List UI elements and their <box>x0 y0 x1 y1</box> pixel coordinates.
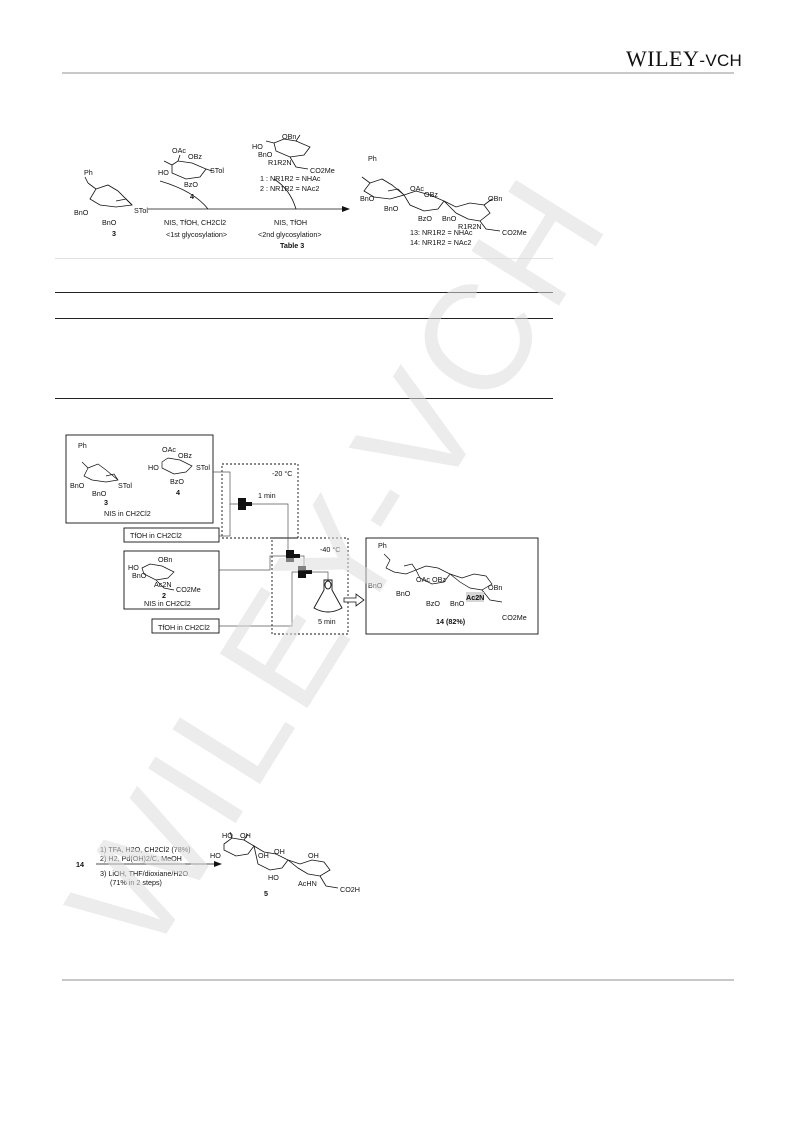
s2-temp1: -20 °C <box>272 469 292 478</box>
s2-box1-bno1: BnO <box>70 481 85 490</box>
s2-box1-ho: HO <box>148 463 159 472</box>
s3-start: 14 <box>76 860 84 869</box>
s2-prod-bzo: BzO <box>426 599 440 608</box>
s1-prod-bno1: BnO <box>360 194 375 203</box>
s1-c4-obz: OBz <box>188 152 202 161</box>
scheme-1-rule <box>55 258 553 259</box>
s2-box2-ho: HO <box>128 563 139 572</box>
s2-tfoh1: TfOH in CH2Cl2 <box>130 531 182 540</box>
s1-acc-obn: OBn <box>282 132 296 141</box>
s2-prod-ph: Ph <box>378 541 387 550</box>
s2-box1-ph: Ph <box>78 441 87 450</box>
s1-c3-ph: Ph <box>84 168 93 177</box>
s2-box2-co2me: CO2Me <box>176 585 201 594</box>
s1-prod-ph: Ph <box>368 154 377 163</box>
table-bottom-rule <box>55 398 553 399</box>
s2-prod-bno1: BnO <box>368 581 383 590</box>
s1-acc-co2me: CO2Me <box>310 166 335 175</box>
s1-prod-def14: 14: NR1R2 = NAc2 <box>410 238 471 247</box>
table-top-rule <box>55 292 553 293</box>
s3-prod-oh2: OH <box>258 851 269 860</box>
s1-acc-def2: 2 : NR1R2 = NAc2 <box>260 184 319 193</box>
s2-box2-ac2n: Ac2N <box>154 580 172 589</box>
s2-box2-reagent: NIS in CH2Cl2 <box>144 599 191 608</box>
table-mid-rule <box>55 318 553 319</box>
s2-box1-num4: 4 <box>176 488 180 497</box>
s1-prod-r1r2n: R1R2N <box>458 222 482 231</box>
s1-acc-ho: HO <box>252 142 263 151</box>
s2-prod-co2me: CO2Me <box>502 613 527 622</box>
scheme-2: Ph BnO BnO STol 3 OAc OBz HO BzO STol 4 … <box>65 434 539 635</box>
s3-prod-oh1: OH <box>240 831 251 840</box>
s2-box1-bzo: BzO <box>170 477 184 486</box>
publisher-logo: WILEY-VCH <box>626 46 742 72</box>
s3-prod-oh3: OH <box>274 847 285 856</box>
s3-cond1: 1) TFA, H2O, CH2Cl2 (78%) <box>100 845 191 854</box>
s1-c3-bno1: BnO <box>74 208 89 217</box>
s2-tfoh2: TfOH in CH2Cl2 <box>158 623 210 632</box>
s2-prod-bno2: BnO <box>396 589 411 598</box>
s1-c4-bzo: BzO <box>184 180 198 189</box>
s2-prod-oac: OAc <box>416 575 430 584</box>
s3-prod-achn: AcHN <box>298 879 317 888</box>
s1-c4-ho: HO <box>158 168 169 177</box>
s2-box2-bno: BnO <box>132 571 147 580</box>
s1-prod-def13: 13: NR1R2 = NHAc <box>410 228 473 237</box>
scheme-1: Ph BnO BnO STol 3 OAc OBz HO BzO STol 4 … <box>74 132 527 250</box>
publisher-logo-suffix: VCH <box>705 51 743 70</box>
s2-box1-oac: OAc <box>162 445 176 454</box>
s3-cond2: 2) H2, Pd(OH)2/C, MeOH <box>100 854 182 863</box>
s1-prod-obn: OBn <box>488 194 502 203</box>
s1-acc-r1r2n: R1R2N <box>268 158 292 167</box>
header-rule <box>62 72 734 74</box>
s1-prod-oac: OAc <box>410 184 424 193</box>
s2-box1-num3: 3 <box>104 498 108 507</box>
s3-prod-ho2: HO <box>210 851 221 860</box>
s2-time2: 5 min <box>318 617 336 626</box>
s2-box2-obn: OBn <box>158 555 172 564</box>
s1-prod-bzo: BzO <box>418 214 432 223</box>
s2-box1-obz: OBz <box>178 451 192 460</box>
s2-box2-num: 2 <box>162 591 166 600</box>
footer-rule <box>62 979 734 981</box>
s1-acc-def1: 1 : NR1R2 = NHAc <box>260 174 321 183</box>
s2-prod-obz: OBz <box>432 575 446 584</box>
s3-prod-num: 5 <box>264 889 268 898</box>
s2-box1-stol: STol <box>118 481 132 490</box>
s3-prod-ho1: HO <box>222 831 233 840</box>
s1-c3-stol: STol <box>134 206 148 215</box>
s1-c3-num: 3 <box>112 229 116 238</box>
s1-prod-bno3: BnO <box>442 214 457 223</box>
s2-time1: 1 min <box>258 491 276 500</box>
s2-prod-ac2n: Ac2N <box>466 593 484 602</box>
publisher-logo-main: WILEY <box>626 46 700 71</box>
s2-prod-bno3: BnO <box>450 599 465 608</box>
scheme-3: 14 1) TFA, H2O, CH2Cl2 (78%) 2) H2, Pd(O… <box>76 831 360 898</box>
s2-prod-obn: OBn <box>488 583 502 592</box>
s1-prod-co2me: CO2Me <box>502 228 527 237</box>
s1-c4-stol: STol <box>210 166 224 175</box>
s3-prod-co2h: CO2H <box>340 885 360 894</box>
s3-prod-ho3: HO <box>268 873 279 882</box>
s3-prod-oh4: OH <box>308 851 319 860</box>
s1-c4-oac: OAc <box>172 146 186 155</box>
publisher-logo-sep: - <box>699 51 706 70</box>
s1-table-ref: Table 3 <box>280 241 304 250</box>
s1-acc-bno: BnO <box>258 150 273 159</box>
s1-c4-num: 4 <box>190 192 194 201</box>
s2-box1-bno2: BnO <box>92 489 107 498</box>
s1-step1: <1st glycosylation> <box>166 230 227 239</box>
s1-cond1: NIS, TfOH, CH2Cl2 <box>164 218 226 227</box>
s3-cond4: (71% in 2 steps) <box>110 878 162 887</box>
s1-step2: <2nd glycosylation> <box>258 230 322 239</box>
s1-prod-obz: OBz <box>424 190 438 199</box>
s1-prod-bno2: BnO <box>384 204 399 213</box>
s3-cond3: 3) LiOH, THF/dioxiane/H2O <box>100 869 189 878</box>
s1-c3-bno2: BnO <box>102 218 117 227</box>
s1-cond2: NIS, TfOH <box>274 218 307 227</box>
s2-box1-reagent: NIS in CH2Cl2 <box>104 509 151 518</box>
s2-box1-stol2: STol <box>196 463 210 472</box>
s2-temp2: -40 °C <box>320 545 340 554</box>
s2-prod-label: 14 (82%) <box>436 617 466 626</box>
